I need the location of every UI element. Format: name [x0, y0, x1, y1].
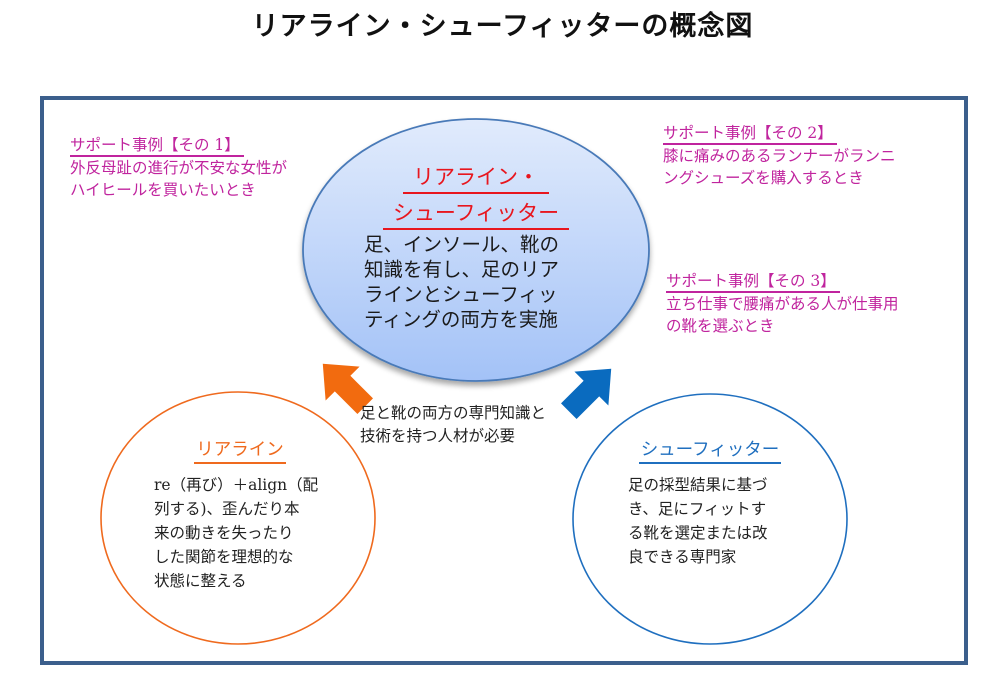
- shoefitter-body-line: 足の採型結果に基づ: [628, 476, 768, 494]
- center-body: 足、インソール、靴の 知識を有し、足のリア ラインとシューフィッ ティングの両方…: [364, 232, 594, 332]
- blue-arrow-icon: [561, 368, 612, 419]
- support-case-1-line-1: 外反母趾の進行が不安な女性が: [70, 159, 288, 177]
- realign-body-line: 列する)、歪んだり本: [154, 500, 300, 518]
- middle-note-line: 足と靴の両方の専門知識と: [360, 404, 547, 422]
- support-case-2: サポート事例【その 2】 膝に痛みのあるランナーがランニ ングシューズを購入する…: [663, 122, 896, 189]
- center-body-line: 知識を有し、足のリア: [364, 258, 560, 281]
- realign-title: リアライン: [194, 438, 286, 464]
- center-ellipse: [302, 118, 650, 382]
- diagram-title: リアライン・シューフィッターの概念図: [251, 11, 754, 42]
- center-title-line-1-wrap: リアライン・: [360, 162, 592, 194]
- realign-body-line: 来の動きを失ったり: [154, 524, 294, 542]
- realign-body: re（再び）＋align（配 列する)、歪んだり本 来の動きを失ったり した関節…: [154, 473, 329, 593]
- shoefitter-title-wrap: シューフィッター: [620, 438, 800, 464]
- middle-note: 足と靴の両方の専門知識と 技術を持つ人材が必要: [360, 402, 600, 448]
- realign-body-line: re（再び）＋align（配: [154, 476, 319, 494]
- shoefitter-body-line: き、足にフィットす: [628, 500, 767, 518]
- support-case-2-line-2: ングシューズを購入するとき: [663, 169, 864, 187]
- center-body-line: ラインとシューフィッ: [364, 283, 558, 306]
- support-case-2-line-1: 膝に痛みのあるランナーがランニ: [663, 147, 896, 165]
- support-case-1-heading: サポート事例【その 1】: [70, 135, 244, 157]
- support-case-3-line-2: の靴を選ぶとき: [666, 317, 775, 335]
- shoefitter-body-line: る靴を選定または改: [628, 524, 768, 542]
- realign-body-line: 状態に整える: [154, 572, 247, 590]
- shoefitter-title: シューフィッター: [638, 438, 782, 464]
- shoefitter-body: 足の採型結果に基づ き、足にフィットす る靴を選定または改 良できる専門家: [628, 473, 803, 569]
- realign-circle: [100, 391, 376, 645]
- support-case-3: サポート事例【その 3】 立ち仕事で腰痛がある人が仕事用 の靴を選ぶとき: [666, 270, 899, 337]
- realign-title-wrap: リアライン: [160, 438, 320, 464]
- center-body-line: ティングの両方を実施: [364, 308, 558, 331]
- shoefitter-body-line: 良できる専門家: [628, 548, 737, 566]
- middle-note-line: 技術を持つ人材が必要: [360, 427, 516, 445]
- realign-body-line: した関節を理想的な: [154, 548, 294, 566]
- support-case-1: サポート事例【その 1】 外反母趾の進行が不安な女性が ハイヒールを買いたいとき: [70, 134, 287, 201]
- support-case-3-line-1: 立ち仕事で腰痛がある人が仕事用: [666, 295, 899, 313]
- support-case-3-heading: サポート事例【その 3】: [666, 271, 840, 293]
- center-title-line-2: シューフィッター: [382, 198, 570, 230]
- center-body-line: 足、インソール、靴の: [364, 233, 560, 256]
- orange-arrow-icon: [322, 363, 373, 414]
- shoefitter-circle: [572, 393, 848, 645]
- support-case-2-heading: サポート事例【その 2】: [663, 123, 837, 145]
- center-title-line-1: リアライン・: [403, 162, 549, 194]
- center-title-line-2-wrap: シューフィッター: [360, 198, 592, 230]
- support-case-1-line-2: ハイヒールを買いたいとき: [70, 181, 256, 199]
